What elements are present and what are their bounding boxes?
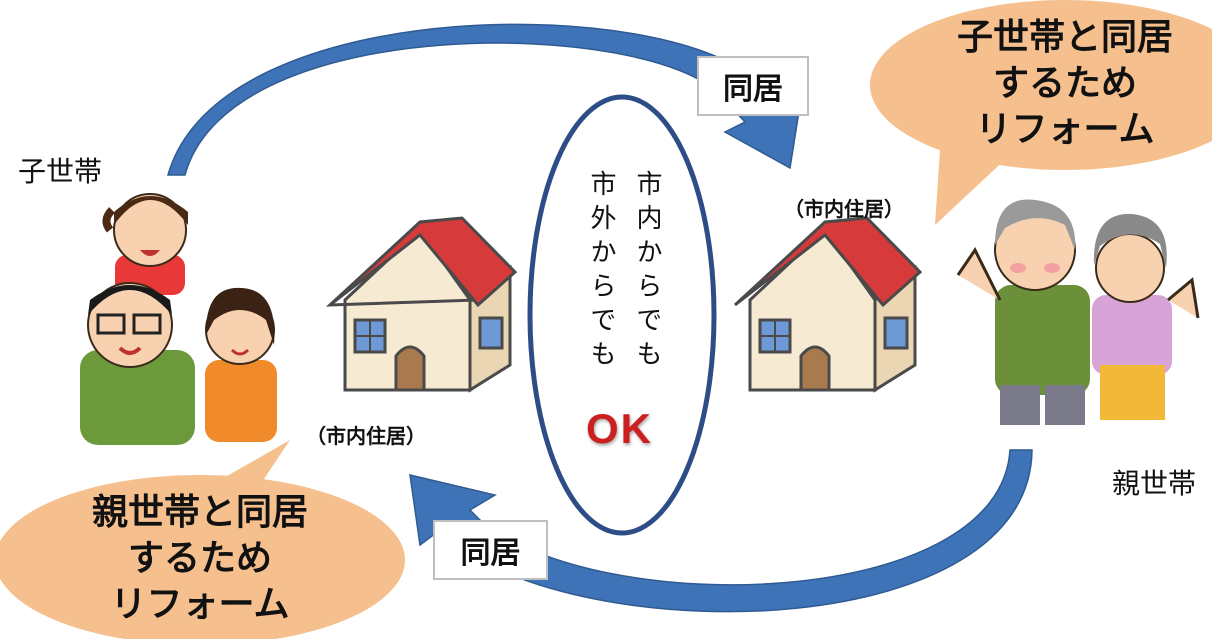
house-right bbox=[733, 216, 923, 393]
parent-bubble-line2: するため bbox=[992, 63, 1137, 104]
center-text-line2: 市外からでも bbox=[586, 170, 616, 374]
parent-bubble-text: 子世帯と同居 するため リフォーム bbox=[905, 15, 1212, 153]
ok-text: OK bbox=[586, 405, 653, 452]
child-bubble-line3: リフォーム bbox=[110, 584, 290, 625]
child-bubble-line2: するため bbox=[127, 538, 272, 579]
bottom-arrow bbox=[409, 449, 1033, 613]
parent-house-residence-label: （市内住居） bbox=[784, 197, 904, 221]
bottom-arrow-label: 同居 bbox=[433, 520, 548, 580]
center-text-line1: 市内からでも bbox=[632, 170, 662, 374]
child-household-label: 子世帯 bbox=[18, 155, 103, 188]
center-ellipse bbox=[527, 94, 717, 536]
child-speech-bubble bbox=[0, 440, 405, 639]
child-bubble-line1: 親世帯と同居 bbox=[91, 492, 308, 533]
child-house-residence-label: （市内住居） bbox=[306, 424, 426, 448]
parent-speech-bubble bbox=[870, 0, 1212, 225]
top-arrow-label: 同居 bbox=[697, 56, 809, 116]
house-left bbox=[325, 216, 518, 393]
child-bubble-text: 親世帯と同居 するため リフォーム bbox=[30, 490, 370, 628]
parent-bubble-line1: 子世帯と同居 bbox=[956, 17, 1173, 58]
parent-bubble-line3: リフォーム bbox=[975, 109, 1155, 150]
parent-household-label: 親世帯 bbox=[1112, 467, 1197, 500]
